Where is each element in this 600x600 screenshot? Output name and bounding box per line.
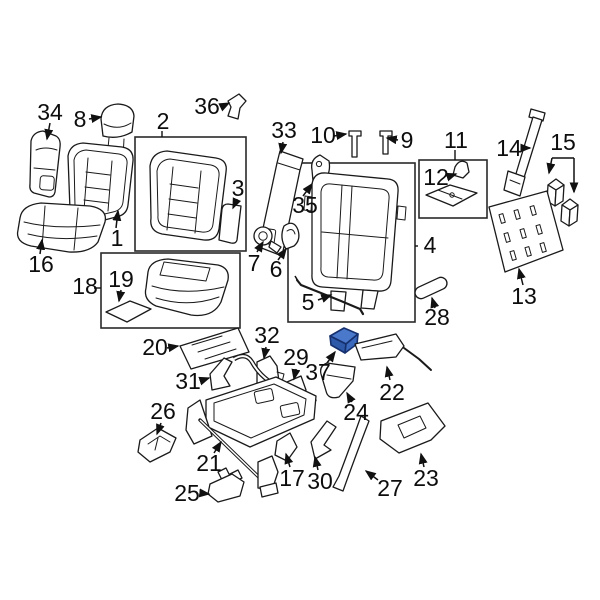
- part-4-seat-back-frame[interactable]: [303, 172, 407, 312]
- part-31-bracket[interactable]: [209, 357, 233, 391]
- part-6-curl: [286, 229, 296, 235]
- part-9-bolt[interactable]: [379, 130, 393, 155]
- part-18-details: [151, 261, 225, 304]
- part-35-hole: [315, 160, 323, 168]
- callout-10[interactable]: 10: [310, 122, 336, 148]
- callout-29[interactable]: 29: [283, 344, 309, 370]
- part-37-highlighted-cover[interactable]: [329, 327, 359, 354]
- part-7-inner: [258, 231, 268, 241]
- part-28-pad[interactable]: [413, 275, 449, 300]
- callout-arrows: [36, 102, 579, 498]
- part-22-latch-rod[interactable]: [354, 333, 432, 371]
- part-13-slots: [498, 205, 547, 261]
- callout-34[interactable]: 34: [37, 99, 63, 125]
- part-22-rod: [403, 347, 432, 371]
- part-2-seat-back[interactable]: [149, 150, 227, 241]
- part-13-back-panel[interactable]: [488, 190, 564, 273]
- callout-8[interactable]: 8: [74, 106, 87, 132]
- callout-25[interactable]: 25: [174, 480, 200, 506]
- callout-18[interactable]: 18: [72, 273, 98, 299]
- part-21-foot: [259, 482, 279, 498]
- part-4-details: [303, 183, 407, 281]
- part-21-right-leg: [257, 455, 279, 491]
- part-20-hatching: [191, 335, 237, 360]
- callout-15[interactable]: 15: [550, 129, 576, 155]
- part-18-cushion-assembly[interactable]: [144, 258, 229, 317]
- part-21-left-leg: [185, 399, 213, 445]
- part-8-headrest[interactable]: [100, 103, 135, 159]
- callout-21[interactable]: 21: [196, 450, 222, 476]
- callout-37[interactable]: 37: [305, 359, 331, 385]
- part-23-shield[interactable]: [379, 402, 446, 454]
- callout-19[interactable]: 19: [108, 266, 134, 292]
- callout-33[interactable]: 33: [271, 117, 297, 143]
- part-10-bolt[interactable]: [348, 130, 362, 158]
- box-group-2: [134, 136, 247, 252]
- callout-17[interactable]: 17: [279, 465, 305, 491]
- part-4-foot-right: [360, 289, 379, 310]
- part-17-bracket[interactable]: [274, 432, 298, 462]
- part-24-cover[interactable]: [319, 362, 356, 399]
- part-26-details: [147, 435, 171, 451]
- callout-1[interactable]: 1: [111, 225, 124, 251]
- part-20-mat[interactable]: [179, 327, 250, 370]
- callout-13[interactable]: 13: [511, 283, 537, 309]
- callout-31[interactable]: 31: [175, 368, 201, 394]
- part-27-trim[interactable]: [332, 415, 370, 492]
- callout-5[interactable]: 5: [302, 289, 315, 315]
- callout-27[interactable]: 27: [377, 475, 403, 501]
- part-1-seat-back[interactable]: [67, 142, 134, 223]
- part-22-line: [361, 340, 393, 349]
- callout-22[interactable]: 22: [379, 379, 405, 405]
- part-12-details: [437, 189, 463, 200]
- part-23-cutout: [397, 415, 427, 439]
- callout-4[interactable]: 4: [424, 232, 437, 258]
- callout-9[interactable]: 9: [401, 127, 414, 153]
- callout-20[interactable]: 20: [142, 334, 168, 360]
- callout-28[interactable]: 28: [424, 304, 450, 330]
- box-group-18: [100, 252, 241, 329]
- callout-12[interactable]: 12: [423, 164, 449, 190]
- callout-30[interactable]: 30: [307, 468, 333, 494]
- callout-35[interactable]: 35: [292, 192, 318, 218]
- part-30-bracket[interactable]: [310, 420, 337, 460]
- callout-26[interactable]: 26: [150, 398, 176, 424]
- part-2-details: [156, 158, 220, 234]
- callout-11[interactable]: 11: [444, 127, 468, 153]
- callout-6[interactable]: 6: [270, 256, 283, 282]
- part-14-buckle-line: [509, 179, 521, 185]
- part-19-pad[interactable]: [105, 300, 152, 323]
- callout-36[interactable]: 36: [194, 93, 220, 119]
- callout-14[interactable]: 14: [496, 135, 522, 161]
- part-36-clip[interactable]: [227, 93, 247, 120]
- callout-24[interactable]: 24: [343, 399, 369, 425]
- callout-23[interactable]: 23: [413, 465, 439, 491]
- part-16-seat-cushion[interactable]: [16, 202, 107, 253]
- part-21-cushion-frame[interactable]: [185, 353, 317, 498]
- part-3-pad[interactable]: [218, 203, 242, 244]
- callout-2[interactable]: 2: [157, 108, 170, 134]
- part-5-rod[interactable]: [294, 275, 365, 316]
- part-34-details: [33, 147, 58, 191]
- part-34-side-panel[interactable]: [29, 130, 61, 198]
- callout-16[interactable]: 16: [28, 251, 54, 277]
- box-group-11: [418, 159, 488, 219]
- part-21-pan-details: [213, 383, 307, 439]
- callout-32[interactable]: 32: [254, 322, 280, 348]
- callout-7[interactable]: 7: [248, 250, 261, 276]
- part-24-line: [326, 374, 352, 380]
- callout-3[interactable]: 3: [232, 175, 245, 201]
- part-6-hook-bracket[interactable]: [281, 222, 300, 250]
- part-16-details: [23, 205, 101, 251]
- part-25-bracket[interactable]: [207, 467, 245, 503]
